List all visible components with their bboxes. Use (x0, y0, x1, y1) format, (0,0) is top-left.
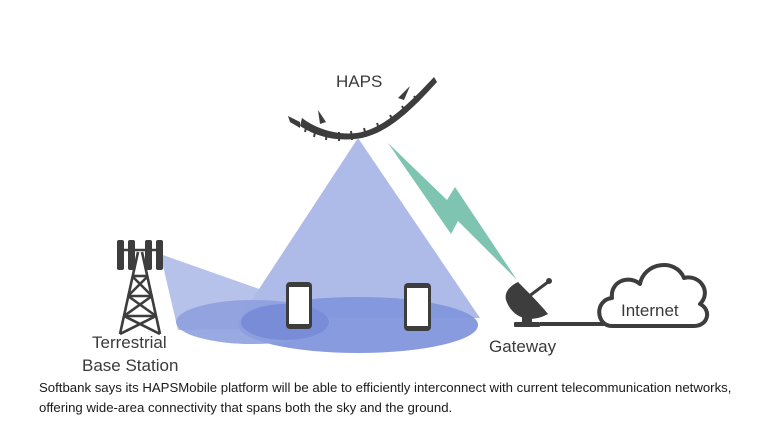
wireless-link-bolt (388, 143, 517, 280)
haps-coverage-beam (240, 138, 480, 318)
terrestrial-label-line1: Terrestrial (92, 333, 167, 352)
haps-label: HAPS (336, 72, 382, 91)
haps-network-diagram: HAPS Terrestrial Base Station Gateway In… (82, 72, 710, 375)
coverage-overlap (241, 304, 329, 340)
smartphone-icon (286, 282, 312, 329)
cell-tower-icon (117, 240, 163, 336)
terrestrial-label-line2: Base Station (82, 356, 178, 375)
gateway-label: Gateway (489, 337, 557, 356)
figure-caption: Softbank says its HAPSMobile platform wi… (39, 380, 732, 415)
smartphone-icon (404, 283, 431, 331)
satellite-dish-icon (505, 278, 552, 327)
aircraft-icon (288, 77, 437, 141)
cloud-icon (597, 263, 710, 328)
internet-label: Internet (621, 301, 679, 320)
